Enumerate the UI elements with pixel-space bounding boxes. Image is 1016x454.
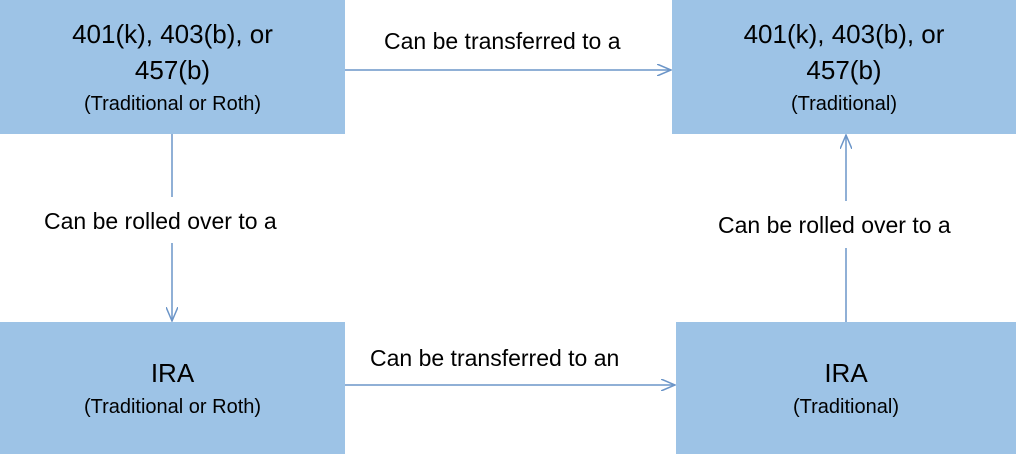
node-employer-plan-traditional: 401(k), 403(b), or 457(b) (Traditional) [672, 0, 1016, 134]
node-title: 401(k), 403(b), or 457(b) [743, 19, 945, 85]
node-title: 401(k), 403(b), or 457(b) [72, 19, 273, 85]
node-subtitle: (Traditional or Roth) [83, 93, 262, 115]
edge-label-right-rollover: Can be rolled over to a [718, 212, 951, 238]
node-title: IRA [824, 358, 868, 388]
node-title: IRA [150, 358, 195, 388]
node-subtitle: (Traditional) [791, 93, 897, 115]
node-employer-plan-traditional-or-roth: 401(k), 403(b), or 457(b) (Traditional o… [0, 0, 345, 134]
edge-label-bottom-transfer: Can be transferred to an [370, 345, 620, 371]
edge-label-top-transfer: Can be transferred to a [384, 28, 621, 54]
node-subtitle: (Traditional or Roth) [83, 396, 262, 418]
node-ira-traditional-or-roth: IRA (Traditional or Roth) [0, 322, 345, 454]
node-subtitle: (Traditional) [793, 396, 899, 418]
edge-label-left-rollover: Can be rolled over to a [44, 208, 277, 234]
node-ira-traditional: IRA (Traditional) [676, 322, 1016, 454]
